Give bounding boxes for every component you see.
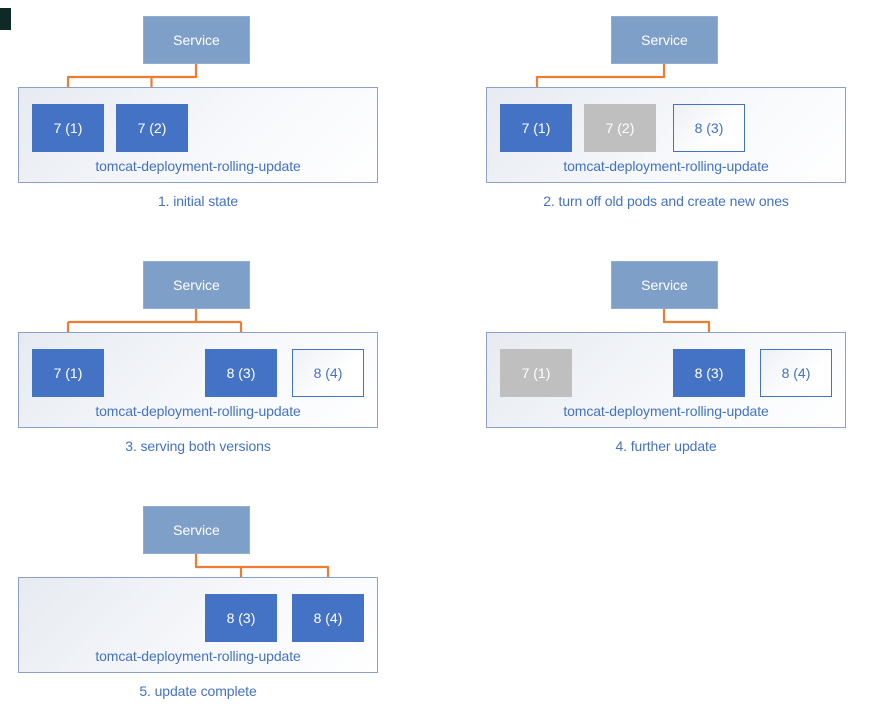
step-caption: 4. further update: [615, 438, 717, 454]
step-caption: 5. update complete: [139, 683, 257, 699]
pod-8-4-new: 8 (4): [760, 349, 832, 397]
service-label: Service: [173, 277, 220, 293]
service-box: Service: [143, 506, 250, 554]
pod-7-2: 7 (2): [116, 104, 188, 152]
pod-label: 7 (1): [521, 365, 551, 381]
pod-label: 8 (3): [694, 365, 724, 381]
pod-8-4: 8 (4): [292, 594, 364, 642]
pod-7-1: 7 (1): [32, 104, 104, 152]
deployment-container: [18, 87, 378, 183]
pod-label: 7 (2): [605, 120, 635, 136]
pod-8-3-new: 8 (3): [673, 104, 745, 152]
pod-label: 7 (1): [53, 365, 83, 381]
step-caption: 1. initial state: [157, 193, 239, 209]
pod-label: 8 (4): [313, 365, 343, 381]
deployment-container: [486, 87, 846, 183]
pod-label: 7 (1): [521, 120, 551, 136]
step-caption: 2. turn off old pods and create new ones: [543, 193, 789, 209]
service-label: Service: [173, 32, 220, 48]
pod-label: 7 (1): [53, 120, 83, 136]
screenshot-edge-artifact: [0, 8, 11, 30]
pod-7-1-terminated: 7 (1): [500, 349, 572, 397]
pod-label: 7 (2): [137, 120, 167, 136]
pod-label: 8 (3): [226, 365, 256, 381]
service-box: Service: [143, 16, 250, 64]
pod-8-3: 8 (3): [205, 349, 277, 397]
deployment-label: tomcat-deployment-rolling-update: [95, 648, 301, 664]
service-label: Service: [641, 32, 688, 48]
service-box: Service: [611, 261, 718, 309]
deployment-label: tomcat-deployment-rolling-update: [95, 158, 301, 174]
service-box: Service: [611, 16, 718, 64]
deployment-label: tomcat-deployment-rolling-update: [563, 403, 769, 419]
pod-8-3: 8 (3): [205, 594, 277, 642]
pod-label: 8 (3): [226, 610, 256, 626]
deployment-label: tomcat-deployment-rolling-update: [95, 403, 301, 419]
service-box: Service: [143, 261, 250, 309]
pod-label: 8 (4): [781, 365, 811, 381]
pod-label: 8 (3): [694, 120, 724, 136]
step-caption: 3. serving both versions: [125, 438, 271, 454]
deployment-label: tomcat-deployment-rolling-update: [563, 158, 769, 174]
pod-8-4-new: 8 (4): [292, 349, 364, 397]
service-label: Service: [641, 277, 688, 293]
pod-label: 8 (4): [313, 610, 343, 626]
pod-7-2-terminated: 7 (2): [584, 104, 656, 152]
service-label: Service: [173, 522, 220, 538]
pod-8-3: 8 (3): [673, 349, 745, 397]
pod-7-1: 7 (1): [32, 349, 104, 397]
pod-7-1: 7 (1): [500, 104, 572, 152]
